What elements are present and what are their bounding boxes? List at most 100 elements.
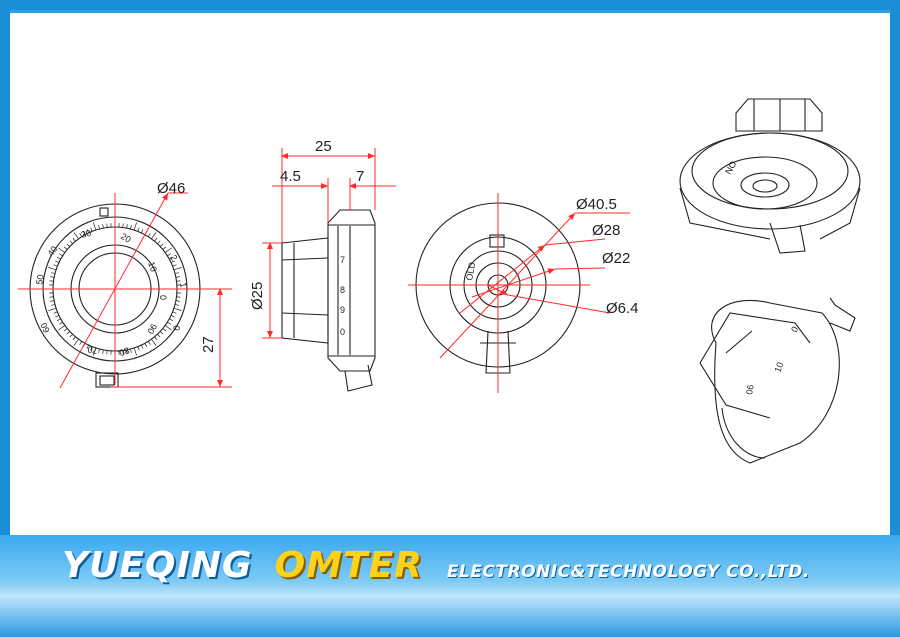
scale-tick	[157, 333, 161, 338]
scale-tick	[56, 318, 61, 322]
front-height-label: 27	[200, 336, 217, 353]
rear-diameter-22: Ø22	[602, 250, 630, 267]
rear-outer-diameter: Ø40.5	[576, 196, 617, 213]
scale-tick	[167, 253, 171, 257]
scale-tick	[174, 272, 180, 274]
scale-tick	[130, 348, 132, 354]
scale-tick	[174, 304, 180, 306]
scale-tick	[49, 280, 54, 282]
scale-tick	[172, 264, 177, 267]
scale-tick	[172, 311, 177, 314]
scale-tick	[137, 227, 140, 232]
front-diameter-label: Ø46	[157, 180, 185, 197]
side-overall-width: 25	[315, 138, 332, 155]
scale-tick	[82, 230, 86, 235]
iso-bottom-mark-06: 06	[744, 384, 756, 396]
scale-tick	[147, 233, 151, 237]
scale-tick	[102, 349, 104, 354]
scale-tick	[53, 311, 58, 314]
rear-inner-mark: OLD	[464, 261, 477, 281]
side-view	[281, 209, 376, 392]
scale-tick	[176, 280, 181, 282]
scale-label-90: 90	[145, 322, 159, 336]
scale-tick	[55, 315, 60, 318]
scale-tick	[154, 336, 158, 341]
scale-tick	[157, 240, 161, 245]
iso-bottom-mark-0: 0	[789, 325, 800, 334]
company-name-yueqing: YUEQING	[62, 545, 253, 586]
scale-tick	[72, 237, 76, 242]
scale-tick	[170, 315, 175, 318]
scale-tick	[59, 321, 63, 325]
banner-text: YUEQING OMTER ELECTRONIC&TECHNOLOGY CO.,…	[62, 545, 810, 595]
scale-tick	[162, 246, 167, 250]
scale-tick	[50, 300, 55, 302]
scale-tick	[122, 350, 124, 355]
side-scale-9: 9	[340, 305, 345, 315]
side-dimension-lines	[262, 148, 396, 339]
side-scale-8: 8	[340, 285, 345, 295]
scale-label-70: 70	[87, 344, 99, 356]
scale-label-10: 10	[146, 260, 159, 273]
scale-tick	[90, 227, 93, 232]
scale-tick	[133, 222, 137, 231]
scale-tick	[169, 318, 174, 322]
rear-diameter-28: Ø28	[592, 222, 620, 239]
side-skirt-width: 7	[356, 168, 364, 185]
scale-tick	[48, 267, 57, 271]
scale-tick	[147, 341, 151, 345]
technical-drawing: 0 10 20 30 40 50 60 70 80 90 0 2 1 Ø46 2…	[10, 13, 890, 535]
drawing-canvas: 0 10 20 30 40 50 60 70 80 90 0 2 1 Ø46 2…	[18, 98, 861, 464]
scale-tick	[73, 338, 79, 346]
scale-tick	[50, 304, 56, 306]
scale-tick	[58, 325, 66, 331]
company-banner	[0, 535, 900, 637]
side-flange-width: 4.5	[280, 168, 301, 185]
scale-tick	[79, 341, 83, 345]
front-scale-labels: 0 10 20 30 40 50 60 70 80 90 0 2 1	[34, 228, 189, 358]
front-dimension-lines	[18, 192, 232, 389]
scale-tick	[169, 256, 174, 260]
scale-tick	[63, 246, 68, 250]
scale-tick	[50, 276, 55, 278]
scale-tick	[69, 240, 73, 245]
iso-bottom-marks: 0 10 06	[744, 325, 800, 396]
scale-label-30: 30	[80, 228, 92, 240]
scale-tick	[58, 247, 66, 253]
scale-tick	[164, 325, 172, 331]
scale-tick	[69, 333, 73, 338]
scale-tick	[162, 328, 167, 332]
scale-tick	[164, 247, 172, 253]
scale-tick	[59, 253, 63, 257]
scale-tick	[102, 224, 104, 229]
scale-tick	[130, 224, 132, 230]
iso-bottom-mark-10: 10	[772, 361, 785, 374]
scale-tick	[66, 243, 71, 247]
scale-tick	[63, 328, 68, 332]
scale-tick	[86, 344, 89, 349]
iso-view-bottom	[699, 297, 856, 464]
scale-tick	[66, 331, 71, 335]
scale-tick	[159, 243, 164, 247]
scale-tick	[93, 222, 97, 231]
scale-tick	[53, 264, 58, 267]
scale-tick	[49, 296, 54, 298]
scale-tick	[86, 229, 89, 234]
scale-tick	[176, 296, 181, 298]
scale-label-50: 50	[34, 274, 46, 286]
scale-tick	[106, 350, 108, 355]
scale-tick	[133, 347, 137, 356]
scale-tick	[175, 300, 180, 302]
rear-dimension-lines	[408, 193, 630, 393]
scale-tick	[144, 343, 148, 348]
scale-tick	[50, 272, 56, 274]
scale-tick	[98, 224, 100, 230]
scale-tick	[126, 224, 128, 229]
scale-tick	[137, 346, 140, 351]
scale-tick	[175, 276, 180, 278]
company-name-tail: ELECTRONIC&TECHNOLOGY CO.,LTD.	[446, 562, 810, 582]
scale-label-40: 40	[45, 244, 59, 258]
scale-tick	[173, 267, 182, 271]
side-height-label: Ø25	[249, 282, 266, 310]
scale-tick	[159, 331, 164, 335]
